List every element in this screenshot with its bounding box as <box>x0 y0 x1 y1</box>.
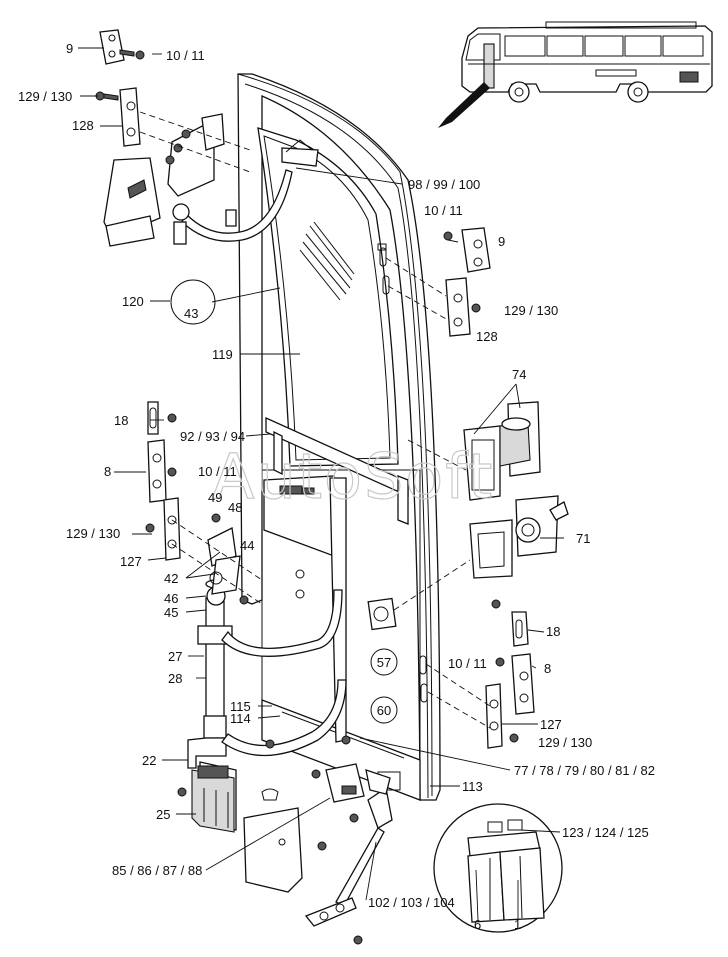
label-25: 25 <box>156 807 170 822</box>
label-128-top: 128 <box>72 118 94 133</box>
label-18-left: 18 <box>114 413 128 428</box>
label-10-11-mid: 10 / 11 <box>198 464 237 479</box>
label-44: 44 <box>240 538 254 553</box>
hinge-bracket-group-left <box>147 401 241 595</box>
alignment-lines <box>139 111 491 729</box>
circled-label-57: 57 <box>377 655 391 670</box>
label-6: 6 <box>474 917 481 932</box>
bottom-parts <box>243 763 563 933</box>
label-18-right: 18 <box>546 624 560 639</box>
label-10-11-right: 10 / 11 <box>424 203 463 218</box>
label-22: 22 <box>142 753 156 768</box>
label-42: 42 <box>164 571 178 586</box>
circled-labels: 57 60 <box>170 279 398 724</box>
label-92-93-94: 92 / 93 / 94 <box>180 429 245 444</box>
label-71: 71 <box>576 531 590 546</box>
label-115: 115 <box>230 699 251 714</box>
label-8-left: 8 <box>104 464 111 479</box>
label-9-right: 9 <box>498 234 505 249</box>
label-77-82: 77 / 78 / 79 / 80 / 81 / 82 <box>514 763 655 778</box>
label-119: 119 <box>212 347 233 362</box>
label-27: 27 <box>168 649 182 664</box>
label-127-left: 127 <box>120 554 142 569</box>
label-1: 1 <box>514 917 521 932</box>
circled-label-60: 60 <box>377 703 391 718</box>
label-10-11-lower: 10 / 11 <box>448 656 487 671</box>
bolts <box>95 49 519 945</box>
label-85-88: 85 / 86 / 87 / 88 <box>112 863 202 878</box>
label-9-top: 9 <box>66 41 73 56</box>
label-120: 120 <box>122 294 144 309</box>
label-45: 45 <box>164 605 178 620</box>
label-46: 46 <box>164 591 178 606</box>
hinge-bracket-group-right <box>445 227 569 749</box>
label-129-130-right: 129 / 130 <box>504 303 558 318</box>
bus-icon <box>438 21 713 128</box>
label-43: 43 <box>184 306 198 321</box>
label-10-11-top: 10 / 11 <box>166 48 205 63</box>
label-28: 28 <box>168 671 182 686</box>
label-8-right: 8 <box>544 661 551 676</box>
part-labels: 9 10 / 11 129 / 130 128 98 / 99 / 100 10… <box>18 41 655 932</box>
label-114: 114 <box>230 711 251 726</box>
leader-lines <box>78 47 564 921</box>
label-129-130-left: 129 / 130 <box>66 526 120 541</box>
label-123-125: 123 / 124 / 125 <box>562 825 649 840</box>
label-49: 49 <box>208 490 222 505</box>
label-74: 74 <box>512 367 526 382</box>
label-129-130-lower: 129 / 130 <box>538 735 592 750</box>
hinge-bracket-group-top <box>99 29 225 247</box>
label-113: 113 <box>462 779 483 794</box>
label-128-right: 128 <box>476 329 498 344</box>
label-98-99-100: 98 / 99 / 100 <box>408 177 480 192</box>
label-102-104: 102 / 103 / 104 <box>368 895 455 910</box>
label-129-130-top: 129 / 130 <box>18 89 72 104</box>
door-leaf <box>237 73 441 801</box>
watermark: AutoSoft <box>212 440 494 513</box>
label-48: 48 <box>228 500 242 515</box>
grab-handle <box>263 416 409 743</box>
label-127-right: 127 <box>540 717 562 732</box>
